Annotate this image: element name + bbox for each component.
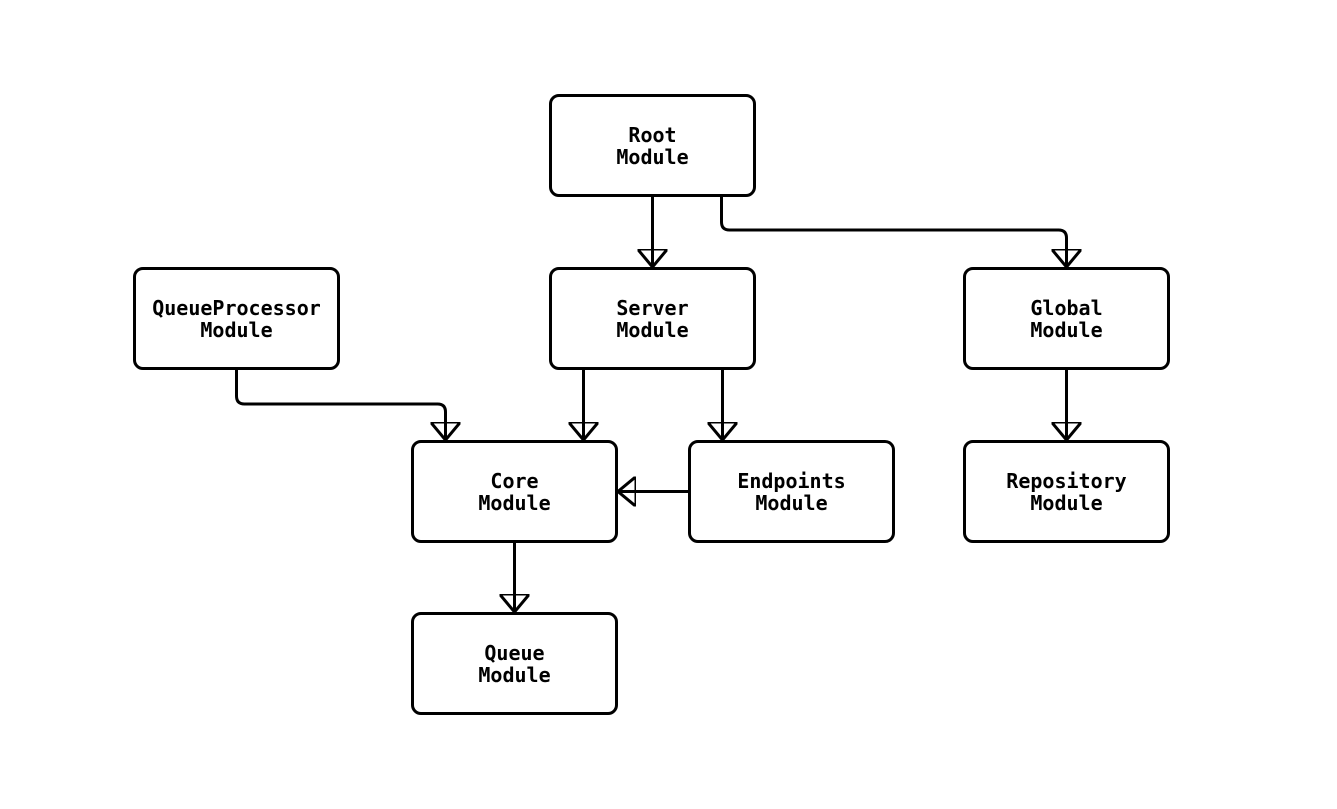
node-repository-module-label: Repository Module: [1006, 468, 1127, 515]
node-queue-module: Queue Module: [411, 612, 618, 715]
node-repository-module: Repository Module: [963, 440, 1170, 543]
node-server-module: Server Module: [549, 267, 756, 370]
node-queue-module-label: Queue Module: [478, 640, 551, 687]
node-global-module: Global Module: [963, 267, 1170, 370]
edge-queueprocessor-to-core: [235, 370, 446, 440]
node-global-module-label: Global Module: [1030, 295, 1103, 342]
node-core-module: Core Module: [411, 440, 618, 543]
node-endpoints-module-label: Endpoints Module: [737, 468, 846, 515]
edge-root-to-global: [720, 197, 1067, 267]
node-queueprocessor-module: QueueProcessor Module: [133, 267, 340, 370]
node-endpoints-module: Endpoints Module: [688, 440, 895, 543]
node-root-module: Root Module: [549, 94, 756, 197]
node-root-module-label: Root Module: [616, 122, 689, 169]
node-queueprocessor-module-label: QueueProcessor Module: [152, 295, 321, 342]
node-core-module-label: Core Module: [478, 468, 551, 515]
node-server-module-label: Server Module: [616, 295, 689, 342]
